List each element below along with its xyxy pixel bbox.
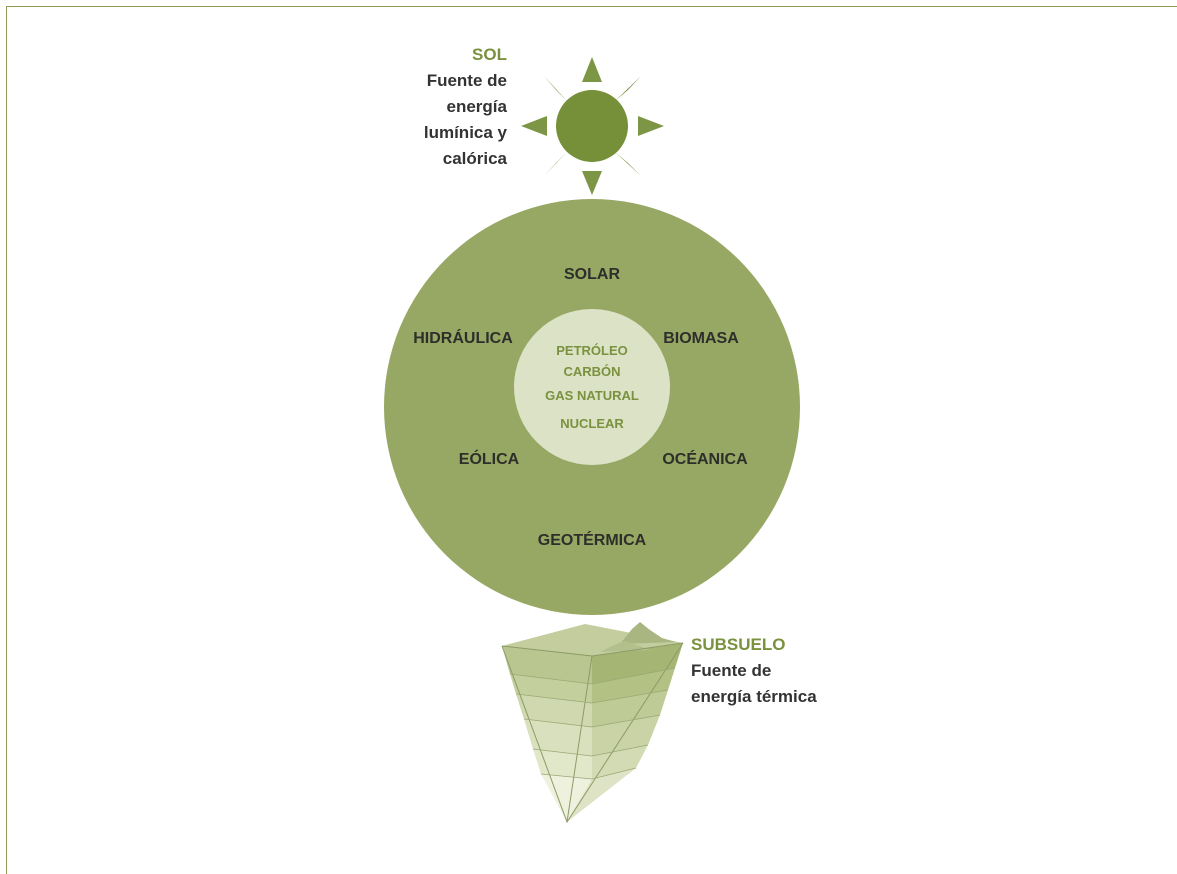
label-nuclear: NUCLEAR: [560, 416, 624, 431]
label-hidraulica: HIDRÁULICA: [413, 328, 513, 347]
frame-left-border: [6, 6, 7, 874]
label-carbon: CARBÓN: [563, 364, 620, 379]
sun-ray-bottom-left: [544, 152, 567, 176]
subsoil-label: SUBSUELO Fuente de energía térmica: [691, 632, 817, 710]
label-petroleo: PETRÓLEO: [556, 343, 628, 358]
sun-ray-left: [521, 116, 547, 136]
sun-description: Fuente de energía lumínica y calórica: [423, 71, 507, 168]
label-biomasa: BIOMASA: [663, 330, 739, 347]
sun-ray-top-right: [615, 76, 641, 101]
subsoil-title: SUBSUELO: [691, 635, 786, 654]
sun-ray-top: [582, 57, 602, 82]
label-geotermica: GEOTÉRMICA: [538, 530, 647, 549]
sun-ray-bottom-right: [615, 152, 641, 176]
label-gas-natural: GAS NATURAL: [545, 388, 639, 403]
subsoil-description: Fuente de energía térmica: [691, 661, 817, 706]
frame-top-border: [6, 6, 1177, 7]
sun-ray-top-left: [544, 76, 567, 101]
sun-label: SOL Fuente de energía lumínica y calóric…: [424, 42, 507, 172]
non-renewable-circle: [514, 309, 670, 465]
sun-ray-bottom: [582, 171, 602, 195]
sun-disc: [556, 90, 628, 162]
sun-icon: [521, 57, 664, 195]
label-oceanica: OCÉANICA: [662, 449, 748, 468]
label-eolica: EÓLICA: [459, 449, 520, 468]
sun-title: SOL: [472, 45, 507, 64]
earth-cross-section-illustration: [501, 622, 684, 824]
label-solar: SOLAR: [564, 266, 620, 283]
sun-ray-right: [638, 116, 664, 136]
